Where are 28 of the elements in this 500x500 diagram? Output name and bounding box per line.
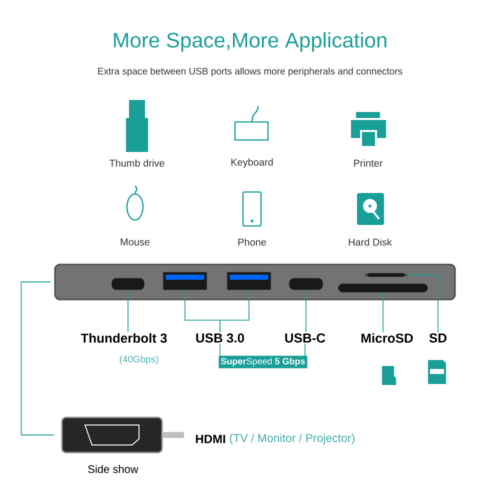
leader-line [406, 274, 438, 333]
device-label: Phone [238, 238, 266, 246]
port-label: USB-C [285, 333, 326, 343]
port [288, 278, 324, 290]
card-slot [364, 272, 408, 278]
device-label: Mouse [120, 238, 150, 246]
hdmi-side-drawing [61, 416, 184, 454]
port-label: SD [429, 333, 446, 343]
device-label: Printer [354, 159, 383, 167]
port [111, 278, 145, 290]
leader-line [382, 292, 384, 332]
port-note: (TV / Monitor / Projector) [230, 434, 354, 444]
leader-line [20, 282, 55, 436]
subtitle: Extra space between USB ports allows more peripherals and connectors [98, 68, 402, 76]
title: More Space,More Application [114, 32, 386, 52]
speed-note: (40Gbps) [120, 356, 158, 364]
device-label: Keyboard [231, 158, 273, 168]
port-label: MicroSD [362, 333, 413, 343]
device-label: Hard Disk [348, 238, 392, 246]
node-label: Side show [88, 464, 138, 474]
leader-line [304, 343, 306, 356]
port-label: USB 3.0 [196, 333, 244, 343]
port-label: HDMI [196, 434, 226, 444]
leader-line [220, 290, 250, 333]
port-label: Thunderbolt 3 [80, 333, 167, 343]
speed-badge: SuperSpeed 5 Gbps [218, 356, 308, 368]
device-label: Thumb drive [109, 159, 164, 167]
card-slot [338, 283, 428, 293]
